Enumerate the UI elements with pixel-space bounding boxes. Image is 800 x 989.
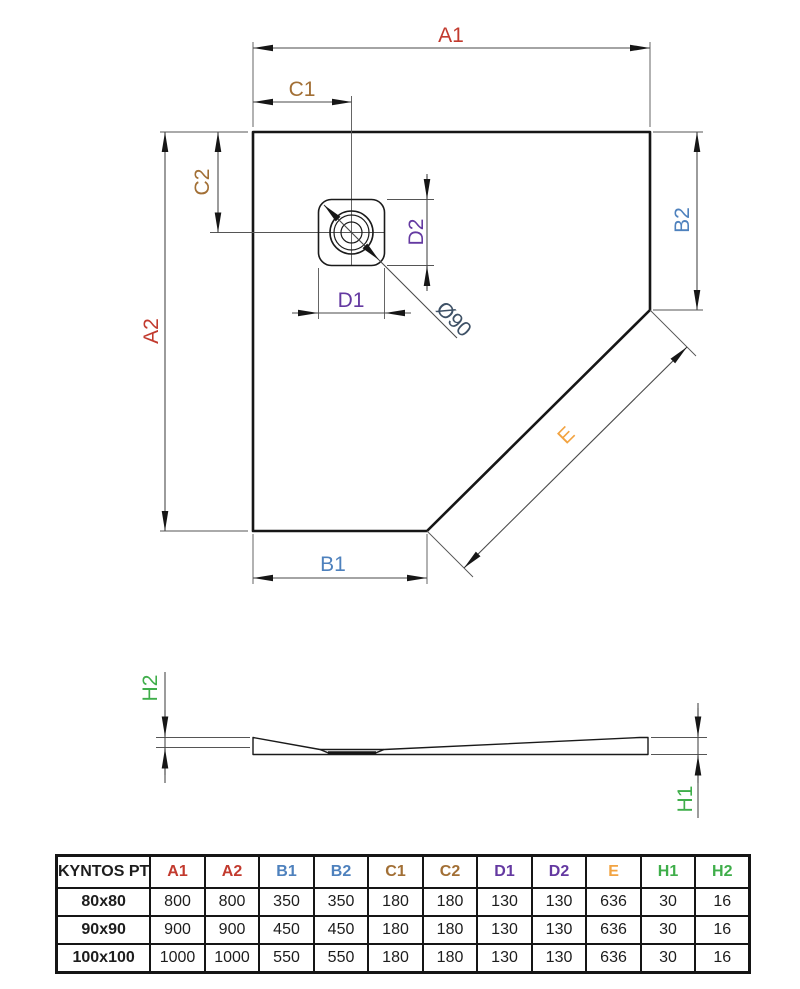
height-reference-lines-left: [156, 737, 250, 748]
drain-diameter-leader: [323, 204, 380, 261]
dim-d1-extension-lines: [318, 268, 385, 319]
dim-h1: H1: [674, 703, 702, 818]
table-product-header: KYNTOS PT: [55, 854, 152, 889]
side-view: H2 H1: [139, 672, 707, 818]
value-cell: 1000: [203, 943, 261, 974]
dim-label-c1: C1: [289, 78, 316, 101]
drain-diameter-leader-tail: [378, 259, 458, 339]
value-cell: 900: [149, 915, 206, 945]
dim-e: E: [426, 309, 697, 578]
value-cell: 130: [530, 915, 588, 945]
value-cell: 130: [530, 943, 588, 974]
dim-a2: A2: [140, 131, 248, 532]
drain-diameter-label: Ø90: [431, 297, 475, 341]
drain: Ø90: [317, 198, 476, 342]
dim-d2-extension-lines: [387, 199, 434, 266]
dim-label-a2: A2: [140, 318, 163, 344]
value-cell: 636: [585, 887, 642, 917]
value-cell: 30: [639, 887, 697, 917]
column-header-c1: C1: [367, 854, 424, 889]
dim-label-a1: A1: [438, 24, 464, 47]
dim-label-b2: B2: [671, 207, 694, 233]
value-cell: 180: [367, 887, 424, 917]
size-label: 90x90: [55, 915, 152, 945]
height-reference-lines-right: [651, 737, 707, 755]
column-header-b1: B1: [258, 854, 315, 889]
dim-e-line: [463, 346, 688, 569]
dim-a1: A1: [252, 24, 651, 127]
value-cell: 130: [530, 887, 588, 917]
value-cell: 636: [585, 943, 642, 974]
column-header-a1: A1: [149, 854, 206, 889]
value-cell: 1000: [149, 943, 206, 974]
dim-label-b1: B1: [320, 553, 346, 576]
value-cell: 130: [476, 887, 533, 917]
value-cell: 350: [312, 887, 370, 917]
dim-a2-extension-lines: [160, 131, 248, 532]
value-cell: 130: [476, 915, 533, 945]
value-cell: 180: [421, 915, 479, 945]
dimensions-table: KYNTOS PT A1 A2 B1 B2 C1 C2 D1 D2 E H1 H…: [55, 854, 752, 974]
drain-cover-plate: [317, 198, 386, 267]
dim-a1-extension-lines: [252, 42, 651, 127]
dim-label-d2: D2: [405, 219, 428, 246]
tray-profile-outline: [252, 736, 649, 756]
dim-d2: D2: [387, 174, 434, 291]
column-header-h2: H2: [694, 854, 751, 889]
dim-label-h2: H2: [139, 675, 162, 702]
dim-b1: B1: [252, 534, 428, 584]
value-cell: 450: [258, 915, 315, 945]
value-cell: 180: [367, 915, 424, 945]
value-cell: 800: [203, 887, 261, 917]
value-cell: 900: [203, 915, 261, 945]
dim-e-extension-lines: [426, 309, 697, 578]
column-header-d2: D2: [530, 854, 588, 889]
column-header-b2: B2: [312, 854, 370, 889]
table-row-80x80: 80x80 800 800 350 350 180 180 130 130 63…: [55, 887, 751, 917]
dim-b2: B2: [653, 131, 703, 311]
value-cell: 550: [312, 943, 370, 974]
dim-label-c2: C2: [191, 169, 214, 196]
value-cell: 30: [639, 943, 697, 974]
value-cell: 130: [476, 943, 533, 974]
table-row-90x90: 90x90 900 900 450 450 180 180 130 130 63…: [55, 915, 751, 945]
value-cell: 180: [421, 943, 479, 974]
column-header-c2: C2: [421, 854, 479, 889]
top-view: A1 C1 A2 C2 B2 B1: [140, 24, 703, 584]
table-row-100x100: 100x100 1000 1000 550 550 180 180 130 13…: [55, 943, 751, 974]
value-cell: 450: [312, 915, 370, 945]
dim-label-e: E: [553, 422, 579, 448]
value-cell: 180: [421, 887, 479, 917]
value-cell: 550: [258, 943, 315, 974]
dim-label-h1: H1: [674, 786, 697, 813]
value-cell: 180: [367, 943, 424, 974]
column-header-e: E: [585, 854, 642, 889]
dim-h2: H2: [139, 672, 169, 783]
size-label: 80x80: [55, 887, 152, 917]
column-header-d1: D1: [476, 854, 533, 889]
technical-drawing: A1 C1 A2 C2 B2 B1: [139, 24, 707, 818]
value-cell: 800: [149, 887, 206, 917]
value-cell: 16: [694, 887, 751, 917]
dim-c2: C2: [191, 132, 222, 233]
table-header-row: KYNTOS PT A1 A2 B1 B2 C1 C2 D1 D2 E H1 H…: [55, 854, 751, 889]
value-cell: 636: [585, 915, 642, 945]
size-label: 100x100: [55, 943, 152, 974]
column-header-a2: A2: [203, 854, 261, 889]
value-cell: 350: [258, 887, 315, 917]
value-cell: 16: [694, 943, 751, 974]
dim-label-d1: D1: [338, 289, 365, 312]
dim-c1: C1: [253, 78, 352, 106]
dim-d1: D1: [292, 268, 411, 319]
value-cell: 30: [639, 915, 697, 945]
column-header-h1: H1: [639, 854, 697, 889]
value-cell: 16: [694, 915, 751, 945]
